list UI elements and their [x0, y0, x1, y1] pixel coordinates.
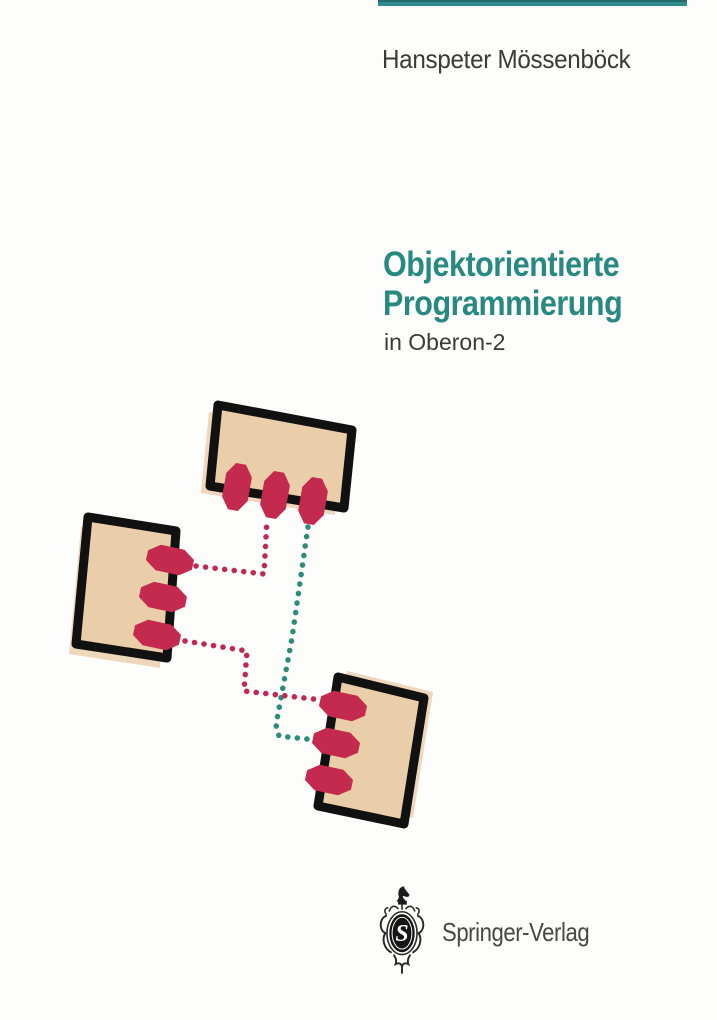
publisher-block: S Springer-Verlag — [376, 884, 615, 976]
panel-bottom-right — [303, 671, 433, 829]
author-name: Hanspeter Mössenböck — [382, 44, 631, 74]
book-subtitle: in Oberon-2 — [384, 329, 506, 355]
svg-text:S: S — [395, 921, 408, 947]
panel-left — [69, 512, 196, 668]
title-line-1: Objektorientierte — [383, 245, 620, 284]
top-accent-bar — [378, 0, 687, 6]
publisher-name: Springer-Verlag — [442, 916, 590, 947]
teal-dotted-connector — [273, 524, 319, 743]
red-dotted-connector-bottom — [182, 638, 325, 703]
title-line-2: Programmierung — [383, 284, 623, 323]
panel-top — [201, 400, 357, 527]
book-title: Objektorientierte Programmierung — [383, 245, 623, 323]
red-dotted-connector-top — [193, 516, 270, 578]
knight-horse-icon — [396, 886, 410, 902]
springer-logo-icon: S — [379, 886, 425, 974]
